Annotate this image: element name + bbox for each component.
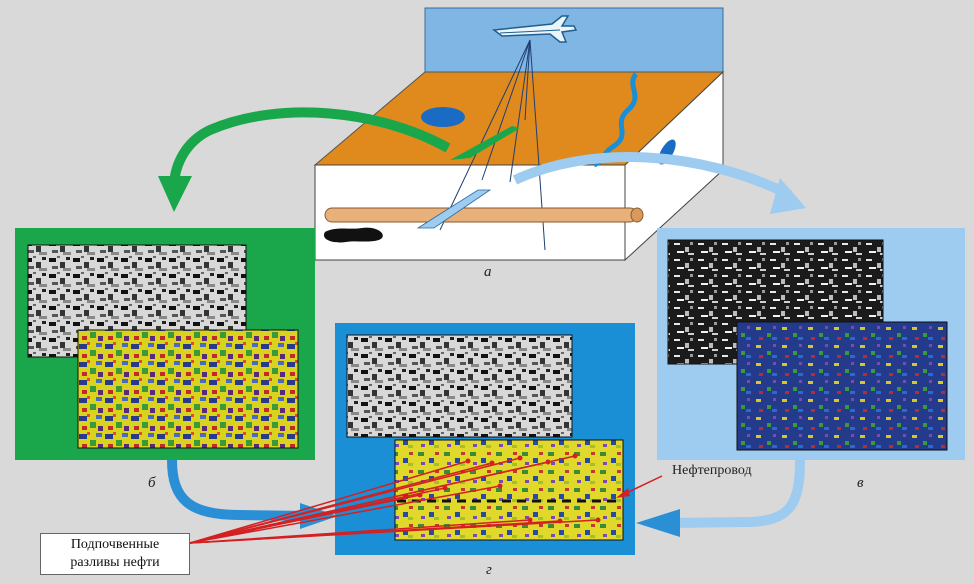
leak-pointer-heads: [417, 453, 601, 524]
arrow-blue-right-head: [636, 509, 680, 537]
label-subsurface-spills-line2: разливы нефти: [70, 555, 160, 570]
arrow-blue-left: [167, 459, 311, 521]
pipeline: [324, 207, 644, 223]
panel-b-color-image: [77, 329, 299, 449]
pipeline-pointer-head: [616, 488, 630, 498]
label-b: б: [148, 475, 156, 491]
label-pipeline: Нефтепровод: [672, 463, 752, 478]
beam-wedge-green: [450, 126, 520, 160]
label-v: в: [857, 475, 864, 491]
scene-a: [313, 7, 725, 262]
label-subsurface-spills: Подпочвенные разливы нефти: [40, 533, 190, 575]
arrow-light-blue: [512, 152, 793, 200]
oil-spill: [323, 227, 383, 243]
arrow-light-blue-head: [770, 178, 806, 214]
leak-pointers: [189, 455, 599, 544]
label-g: г: [486, 562, 492, 578]
panel-g: [335, 323, 635, 555]
panel-v: [657, 228, 965, 460]
sky-panel: [424, 7, 724, 73]
label-a: а: [484, 264, 492, 280]
lake: [421, 107, 465, 127]
panel-g-bw-image: [346, 334, 573, 438]
label-subsurface-spills-line1: Подпочвенные: [70, 537, 160, 552]
panel-v-color-image: [736, 321, 948, 451]
arrow-green-head: [158, 176, 192, 212]
panel-b: [15, 228, 315, 460]
beam-wedge-lower: [416, 189, 492, 229]
arrow-blue-right: [669, 459, 805, 528]
airplane-icon: [492, 15, 578, 43]
arrow-green: [169, 107, 451, 186]
